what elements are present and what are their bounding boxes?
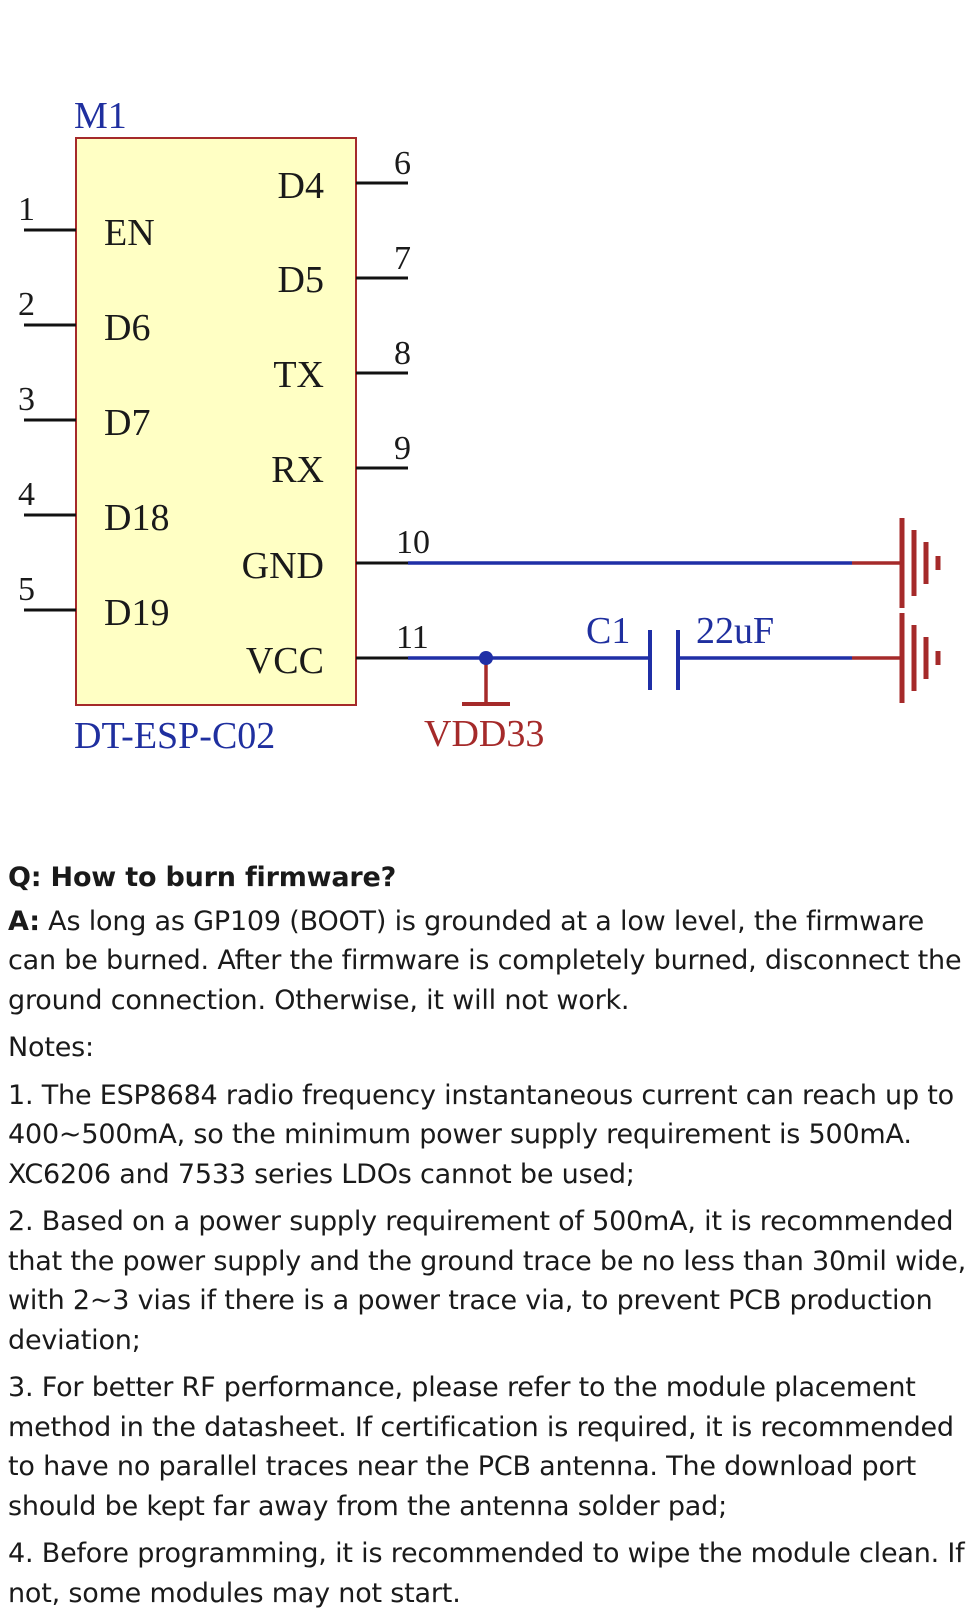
ground-symbol-1 — [899, 518, 941, 608]
pin-11-name: VCC — [246, 640, 324, 682]
pin-3-name: D7 — [104, 402, 150, 444]
pin-5-name: D19 — [104, 592, 169, 634]
pin-10-number: 10 — [396, 524, 430, 561]
pin-2-number: 2 — [18, 286, 35, 323]
module-body — [75, 137, 357, 706]
junction-dot — [479, 651, 493, 665]
notes-title: Notes: — [8, 1032, 94, 1063]
vdd33-label: VDD33 — [424, 713, 544, 755]
pin-3-number: 3 — [18, 381, 35, 418]
ground-symbol-2 — [899, 613, 941, 703]
pin-4-number: 4 — [18, 476, 35, 513]
capacitor-value: 22uF — [696, 610, 774, 652]
answer-text: As long as GP109 (BOOT) is grounded at a… — [8, 905, 962, 1016]
schematic-diagram: M1 DT-ESP-C02 1 2 3 4 5 EN D6 D7 D18 D19… — [18, 95, 941, 757]
module-part-number: DT-ESP-C02 — [74, 715, 275, 757]
pin-6-number: 6 — [394, 145, 411, 182]
right-pins — [356, 181, 408, 660]
note-4: 4. Before programming, it is recommended… — [8, 1538, 965, 1609]
module-designator: M1 — [74, 95, 127, 137]
pin-2-name: D6 — [104, 307, 150, 349]
note-3: 3. For better RF performance, please ref… — [8, 1372, 954, 1522]
pin-9-number: 9 — [394, 430, 411, 467]
pin-11-number: 11 — [396, 619, 429, 656]
pin-1-number: 1 — [18, 191, 35, 228]
pin-7-name: D5 — [278, 259, 324, 301]
note-2: 2. Based on a power supply requirement o… — [8, 1206, 966, 1356]
left-pins — [24, 228, 76, 612]
capacitor-ref: C1 — [586, 610, 630, 652]
capacitor-c1-symbol — [648, 630, 680, 690]
pin-9-name: RX — [271, 449, 324, 491]
answer-label: A: — [8, 905, 40, 937]
pin-4-name: D18 — [104, 497, 169, 539]
pin-6-name: D4 — [278, 165, 324, 207]
pin-7-number: 7 — [394, 240, 411, 277]
pin-8-name: TX — [273, 354, 324, 396]
faq-section: Q: How to burn firmware? A: As long as G… — [8, 858, 968, 1613]
faq-question: Q: How to burn firmware? — [8, 862, 397, 893]
faq-answer: A: As long as GP109 (BOOT) is grounded a… — [8, 902, 968, 1021]
pin-1-name: EN — [104, 212, 155, 254]
pin-10-name: GND — [242, 545, 324, 587]
pin-8-number: 8 — [394, 335, 411, 372]
pin-5-number: 5 — [18, 571, 35, 608]
note-1: 1. The ESP8684 radio frequency instantan… — [8, 1079, 954, 1190]
